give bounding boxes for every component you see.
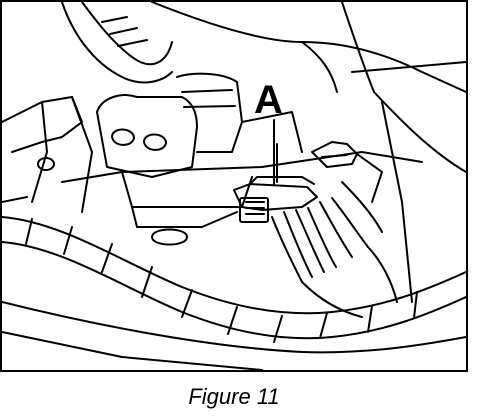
- figure-caption: Figure 11: [188, 384, 280, 409]
- wrapped-cable-loom: [2, 216, 466, 343]
- secondary-connector: [311, 141, 383, 203]
- figure-frame: A: [0, 0, 468, 372]
- lower-panel: [2, 101, 466, 370]
- engine-bay-illustration: [2, 2, 466, 370]
- component-tray: [61, 151, 423, 246]
- fender-panel: [151, 2, 466, 173]
- coolant-hose: [61, 2, 173, 84]
- callout-label-a: A: [254, 78, 283, 122]
- mounting-bracket: [2, 96, 93, 213]
- wire-harness: [271, 181, 398, 318]
- connector-a: [233, 143, 318, 223]
- fuse-block-module: [96, 72, 303, 178]
